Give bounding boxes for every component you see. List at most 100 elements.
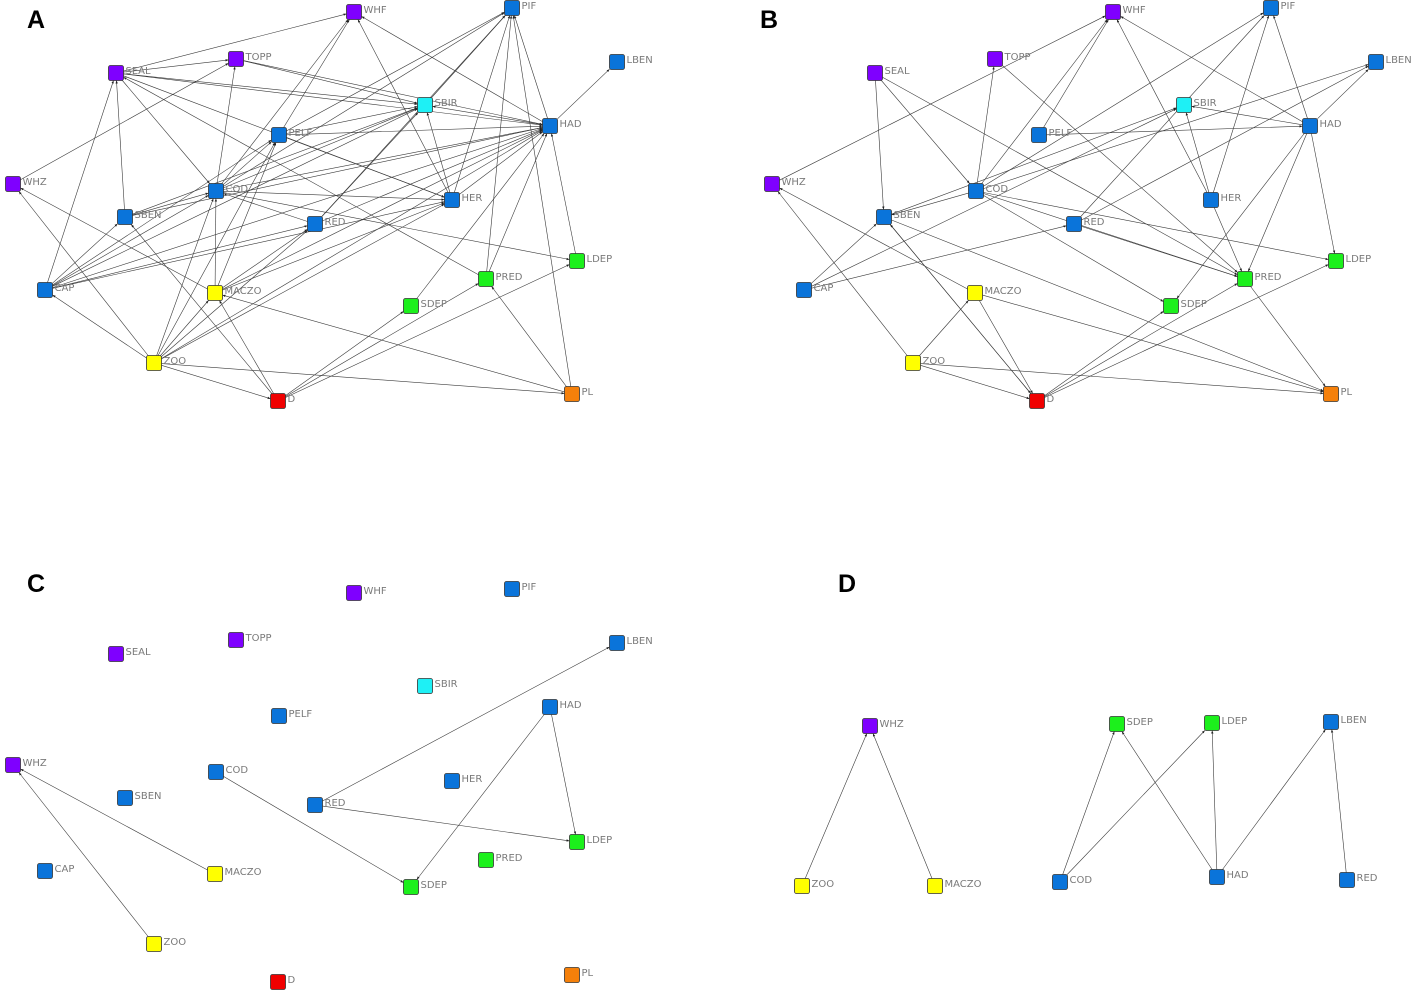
edge-maczo-to-cod [214,198,218,286]
node-label-zoo: ZOO [923,356,946,367]
edge-sben-to-cod [132,192,209,216]
edge-pl-to-maczo [222,294,565,393]
edge-her-to-whf [1116,19,1208,193]
node-box-sben [876,209,892,225]
edge-zoo-to-maczo [919,300,969,356]
node-pif: PIF [504,0,536,16]
node-label-pred: PRED [1255,272,1282,283]
node-label-sdep: SDEP [1127,717,1153,728]
node-box-red [307,216,323,232]
node-box-zoo [146,355,162,371]
node-label-cod: COD [226,184,249,195]
edge-her-to-pif [454,15,510,193]
node-label-ldep: LDEP [587,835,613,846]
edge-topp-to-sbir [243,60,418,104]
edge-seal-to-cod [122,80,210,184]
node-box-sdep [403,298,419,314]
node-cap: CAP [796,282,833,298]
node-zoo: ZOO [146,355,186,371]
node-box-pif [1263,0,1279,16]
node-pif: PIF [504,581,537,597]
panel-letter-b: B [760,6,778,34]
node-seal: SEAL [108,646,152,662]
node-label-lben: LBEN [1341,715,1367,726]
edge-had-to-lben [1222,729,1326,870]
edge-had-to-ldep [1211,730,1218,870]
node-label-ldep: LDEP [587,254,613,265]
node-box-cap [37,863,53,879]
node-label-pl: PL [582,968,594,979]
edge-cod-to-her [223,191,445,201]
edge-had-to-pif [1273,15,1308,119]
node-label-sben: SBEN [135,791,162,802]
edge-cap-to-pelf [52,139,272,286]
node-label-sbir: SBIR [435,98,458,109]
node-label-pif: PIF [522,582,537,593]
node-had: HAD [542,118,582,134]
node-red: RED [1339,872,1378,888]
node-maczo: MACZO [927,878,982,894]
node-box-zoo [794,878,810,894]
edge-maczo-to-pelf [217,142,277,286]
node-box-had [542,699,558,715]
node-box-topp [228,51,244,67]
node-label-whf: WHF [364,586,387,597]
node-label-had: HAD [1227,870,1249,881]
node-pred: PRED [1237,271,1282,287]
edge-had-to-lben [1317,69,1369,119]
node-maczo: MACZO [207,866,262,882]
node-label-cod: COD [986,184,1009,195]
edge-had-to-lben [557,68,610,120]
node-her: HER [444,192,482,208]
node-label-maczo: MACZO [225,286,262,297]
edge-maczo-to-had [222,129,543,290]
node-box-pred [1237,271,1253,287]
edge-seal-to-had [123,73,543,126]
node-box-cod [208,183,224,199]
node-maczo: MACZO [207,285,262,301]
edge-d-to-ldep [285,264,570,398]
node-label-d: D [288,394,296,405]
node-box-pif [504,0,520,16]
edge-had-to-whf [1120,16,1303,122]
node-cap: CAP [37,282,74,298]
edge-whz-to-topp [20,62,229,181]
node-label-her: HER [462,774,483,785]
node-pred: PRED [478,852,523,868]
node-her: HER [1203,192,1241,208]
edge-pelf-to-pif [286,11,505,132]
edge-her-to-pif [1213,15,1269,193]
node-box-ldep [1204,715,1220,731]
edges-panel-a [18,11,610,399]
node-had: HAD [1209,869,1249,885]
node-label-ldep: LDEP [1346,254,1372,265]
edge-maczo-to-whz [20,768,208,871]
node-label-sdep: SDEP [1181,299,1207,310]
node-label-whz: WHZ [782,177,806,188]
edge-had-to-ldep [551,714,577,835]
edge-zoo-to-maczo [160,300,209,356]
edge-cod-to-whf [981,19,1108,184]
node-label-ldep: LDEP [1222,716,1248,727]
node-box-lben [609,635,625,651]
edge-her-to-sbir [1185,112,1210,193]
node-box-zoo [146,936,162,952]
node-zoo: ZOO [905,355,946,371]
edge-maczo-to-red [222,228,308,289]
node-label-seal: SEAL [126,647,152,658]
edge-cod-to-lben [983,64,1369,189]
node-lben: LBEN [1323,714,1367,730]
edge-d-to-ldep [1044,264,1329,398]
node-box-pred [478,271,494,287]
node-topp: TOPP [987,51,1031,67]
node-whz: WHZ [862,718,904,734]
node-sben: SBEN [117,790,162,806]
edge-zoo-to-cap [52,294,147,359]
node-whf: WHF [346,585,387,601]
edge-zoo-to-pl [920,363,1324,395]
node-label-had: HAD [560,700,582,711]
edge-seal-to-sben [875,80,885,210]
node-box-zoo [905,355,921,371]
